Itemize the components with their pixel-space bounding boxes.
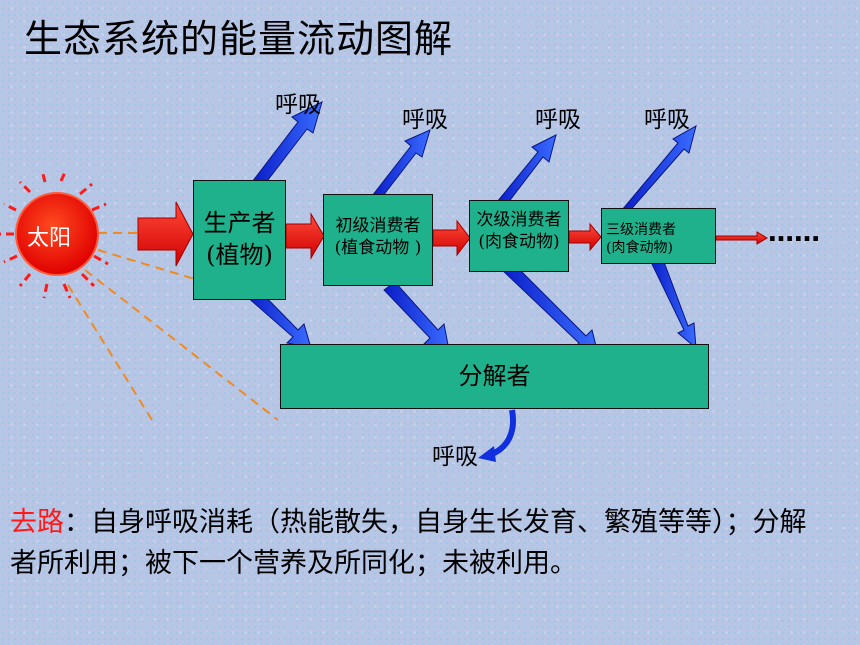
respiration-label-decomposer: 呼吸 bbox=[432, 444, 478, 470]
flow-arrow-producer-primary bbox=[285, 212, 325, 260]
decomposition-arrow-secondary bbox=[499, 259, 599, 355]
flow-arrow-primary-secondary bbox=[432, 219, 471, 257]
producer-box: 生产者 (植物) bbox=[193, 180, 286, 300]
respiration-label-producer: 呼吸 bbox=[275, 92, 321, 118]
tertiary-consumer-box: 三级消费者 (肉食动物) bbox=[601, 208, 716, 264]
decomposer-box: 分解者 bbox=[280, 344, 709, 409]
sun bbox=[15, 192, 99, 276]
primary-consumer-type: (植食动物 ) bbox=[334, 238, 422, 258]
sun-label: 太阳 bbox=[27, 226, 72, 251]
energy-flow-arrows bbox=[137, 201, 768, 267]
primary-consumer-box: 初级消费者 (植食动物 ) bbox=[323, 194, 433, 286]
destination-body: ：自身呼吸消耗（热能散失，自身生长发育、繁殖等等）；分解者所利用；被下一个营养及… bbox=[10, 507, 807, 579]
respiration-arrow-producer bbox=[251, 101, 323, 190]
respiration-label-tertiary: 呼吸 bbox=[644, 107, 690, 133]
respiration-label-secondary: 呼吸 bbox=[535, 107, 581, 133]
decomposer-respiration-arrow bbox=[478, 409, 516, 462]
respiration-arrow-tertiary bbox=[621, 124, 697, 215]
respiration-arrow-secondary bbox=[496, 134, 557, 209]
destination-heading: 去路 bbox=[10, 507, 64, 538]
respiration-label-primary: 呼吸 bbox=[402, 107, 448, 133]
tertiary-consumer-type: (肉食动物) bbox=[606, 240, 673, 256]
secondary-consumer-name: 次级消费者 bbox=[476, 210, 562, 230]
decomposition-arrow-tertiary bbox=[649, 253, 697, 350]
decomposition-arrows bbox=[245, 253, 697, 355]
decomposition-arrow-primary bbox=[383, 281, 450, 351]
producer-type: (植物) bbox=[206, 241, 273, 269]
respiration-arrows bbox=[251, 101, 697, 215]
primary-consumer-name: 初级消费者 bbox=[335, 216, 421, 236]
decomposer-label: 分解者 bbox=[458, 362, 531, 390]
flow-arrow-tertiary-next bbox=[715, 231, 768, 245]
respiration-arrow-primary bbox=[371, 129, 431, 202]
sun-rays bbox=[0, 169, 109, 299]
energy-destination-text: 去路：自身呼吸消耗（热能散失，自身生长发育、繁殖等等）；分解者所利用；被下一个营… bbox=[10, 502, 810, 584]
secondary-consumer-box: 次级消费者 (肉食动物) bbox=[469, 200, 569, 272]
producer-name: 生产者 bbox=[203, 209, 276, 237]
slide-title: 生态系统的能量流动图解 bbox=[24, 17, 454, 61]
flow-arrow-secondary-tertiary bbox=[568, 222, 602, 252]
flow-arrow-sun-producer bbox=[137, 201, 194, 267]
tertiary-consumer-name: 三级消费者 bbox=[606, 222, 676, 238]
secondary-consumer-type: (肉食动物) bbox=[478, 232, 560, 252]
continuation-dots: …… bbox=[768, 218, 820, 248]
